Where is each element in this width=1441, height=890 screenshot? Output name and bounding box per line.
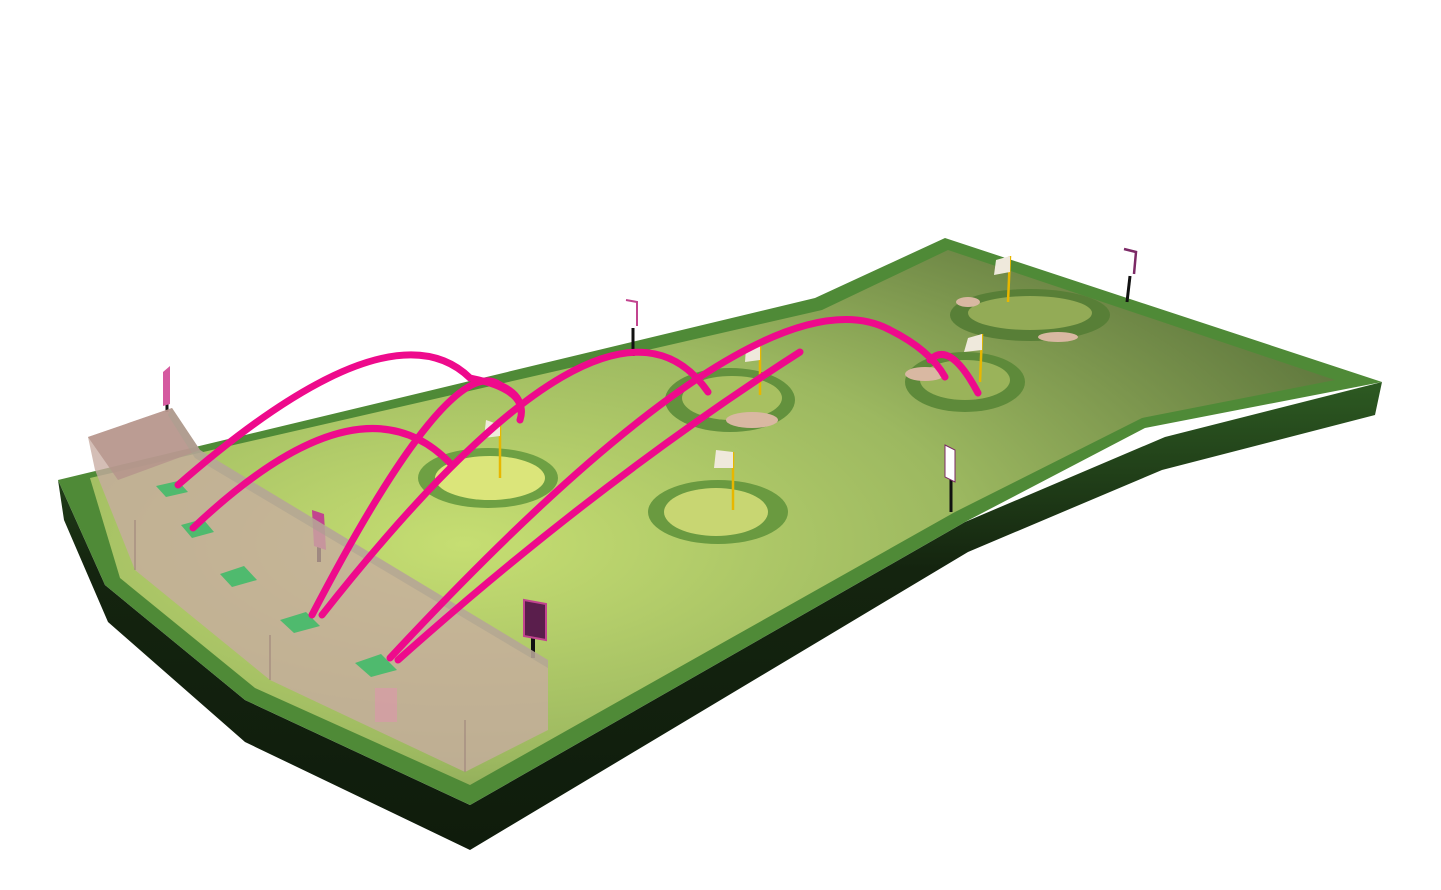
- ball-trajectory-icon: [386, 316, 949, 662]
- hitting-bay-icon: [88, 408, 548, 772]
- target-sign-icon: [1123, 247, 1138, 303]
- target-sign-icon: [163, 366, 170, 412]
- ball-trajectories: [174, 316, 982, 664]
- flag-icon: [964, 333, 984, 383]
- flag-icon: [994, 255, 1012, 303]
- flag-icon: [714, 450, 735, 510]
- ball-trajectory-icon: [926, 351, 982, 397]
- range-side: [58, 382, 1382, 850]
- ball-trajectory-icon: [308, 377, 524, 619]
- ball-trajectory-icon: [394, 348, 804, 664]
- target-sign-icon: [944, 444, 956, 512]
- ball-trajectory-icon: [189, 425, 454, 532]
- ball-trajectory-icon: [318, 348, 712, 619]
